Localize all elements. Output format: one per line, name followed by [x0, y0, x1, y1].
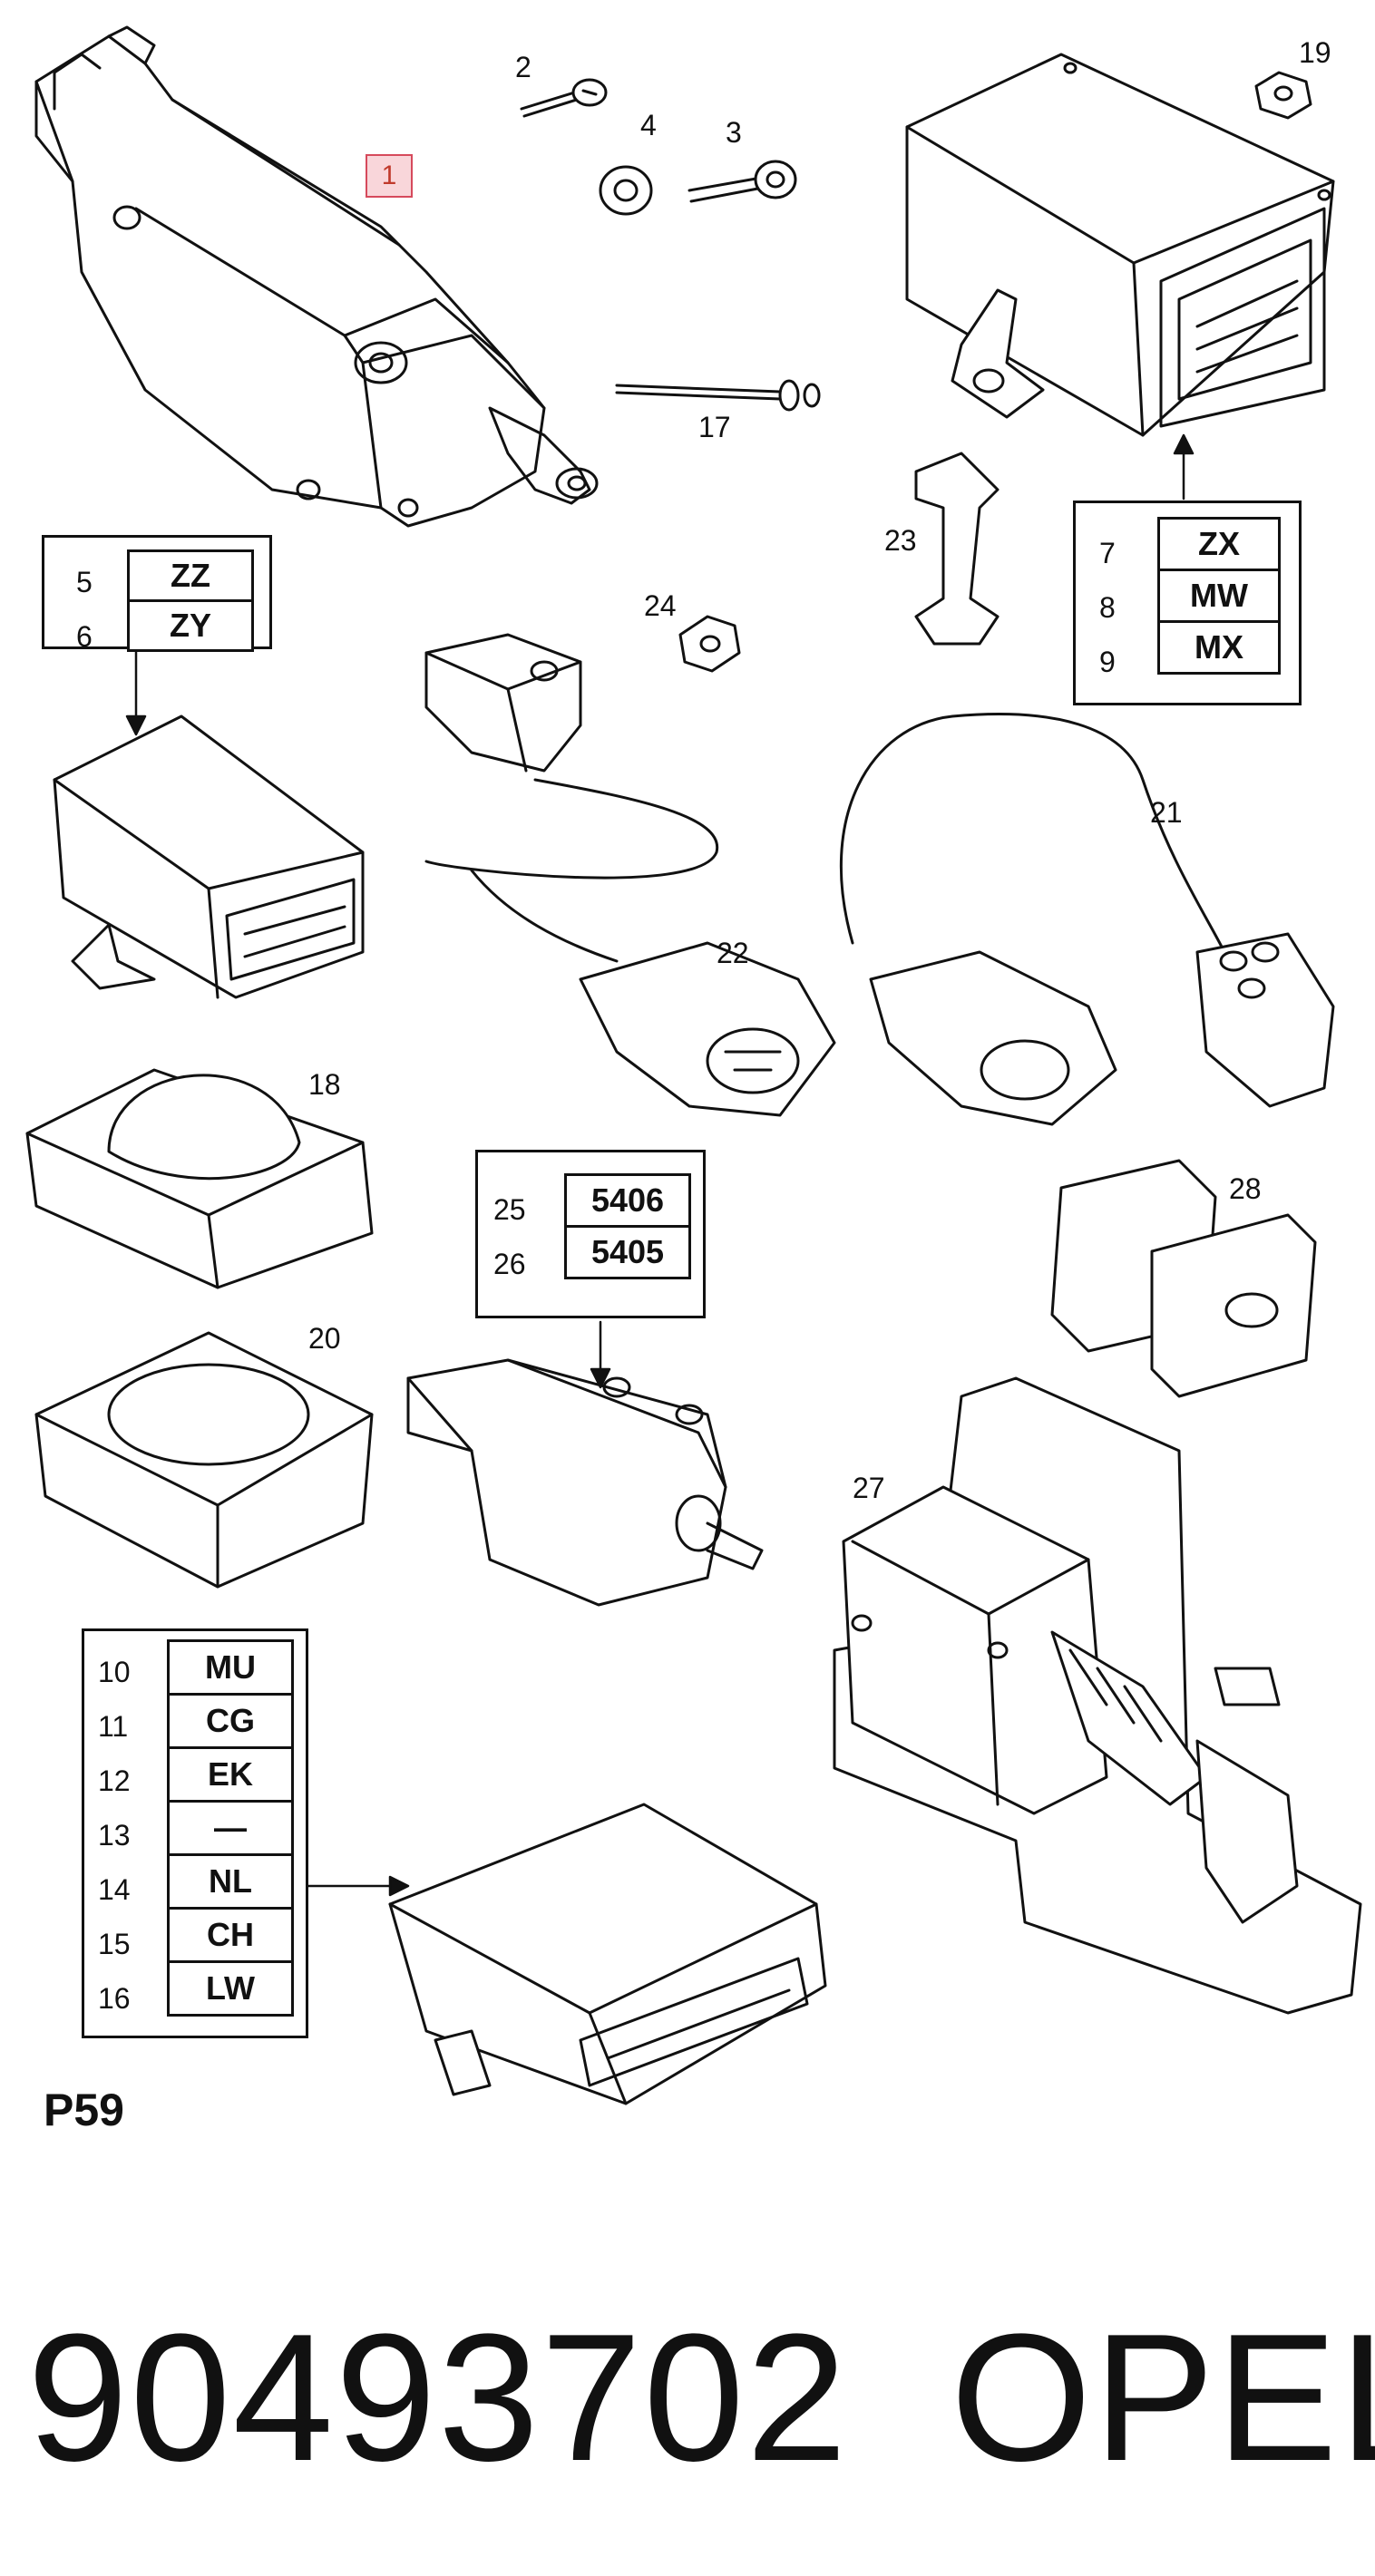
- part-4-washer: [599, 165, 653, 216]
- code-number: 13: [98, 1819, 131, 1852]
- code-cell: MX: [1157, 620, 1281, 675]
- part-label-22: 22: [717, 937, 749, 969]
- part-label-27: 27: [853, 1472, 885, 1504]
- part-label-20: 20: [308, 1322, 341, 1355]
- code-cell: NL: [167, 1853, 294, 1910]
- code-cell: 5406: [564, 1173, 691, 1228]
- code-number: 12: [98, 1764, 131, 1797]
- code-number: 14: [98, 1873, 131, 1906]
- part-28-switches: [1050, 1159, 1317, 1398]
- code-number: 15: [98, 1928, 131, 1960]
- part-24-nut: [678, 615, 741, 673]
- code-number: 9: [1099, 646, 1116, 678]
- part-label-19: 19: [1299, 36, 1331, 69]
- part-label-4: 4: [640, 109, 657, 141]
- part-23-clip: [914, 452, 1000, 646]
- code-number: 16: [98, 1982, 131, 2015]
- part-number: 90493702: [27, 2297, 849, 2499]
- part-1-lock-actuator: [34, 25, 599, 528]
- brand-name: OPEL: [951, 2297, 1375, 2499]
- code-number: 7: [1099, 537, 1116, 569]
- part-22-switch-harness: [424, 633, 836, 1117]
- code-cell: ZY: [127, 599, 254, 652]
- part-17-pin: [615, 379, 821, 412]
- part-18-dome-cover: [25, 1068, 374, 1289]
- part-3-screw: [688, 160, 797, 203]
- highlighted-part-label[interactable]: 1: [366, 154, 413, 198]
- code-cell: MU: [167, 1639, 294, 1696]
- code-number: 25: [493, 1193, 526, 1226]
- code-cell: 5405: [564, 1225, 691, 1279]
- part-19-nut: [1254, 71, 1312, 120]
- actuator-middle: [406, 1358, 764, 1607]
- code-number: 10: [98, 1656, 131, 1688]
- code-cell: CH: [167, 1907, 294, 1963]
- part-label-2: 2: [515, 51, 531, 83]
- control-unit-left: [53, 714, 365, 999]
- part-label-3: 3: [726, 116, 742, 149]
- code-number: 26: [493, 1248, 526, 1280]
- ecu-bottom: [388, 1803, 827, 2105]
- code-cell: CG: [167, 1693, 294, 1749]
- code-number: 5: [76, 566, 93, 598]
- code-number: 11: [98, 1710, 129, 1743]
- part-label-18: 18: [308, 1068, 341, 1101]
- part-2-screw: [520, 78, 608, 118]
- code-cell: EK: [167, 1746, 294, 1803]
- code-cell: MW: [1157, 569, 1281, 623]
- control-unit-top: [905, 53, 1335, 437]
- part-label-24: 24: [644, 589, 677, 622]
- part-label-21: 21: [1150, 796, 1183, 829]
- part-21-harness: [839, 713, 1335, 1126]
- code-number: 8: [1099, 591, 1116, 624]
- part-20-cover: [34, 1331, 374, 1589]
- part-label-23: 23: [884, 524, 917, 557]
- part-label-17: 17: [698, 411, 731, 443]
- code-cell: —: [167, 1800, 294, 1856]
- part-label-28: 28: [1229, 1172, 1262, 1205]
- code-number: 6: [76, 620, 93, 653]
- figure-id: P59: [44, 2085, 124, 2135]
- code-cell: ZX: [1157, 517, 1281, 571]
- code-cell: LW: [167, 1960, 294, 2017]
- part-27-bracket-actuator: [833, 1376, 1362, 2015]
- code-cell: ZZ: [127, 549, 254, 602]
